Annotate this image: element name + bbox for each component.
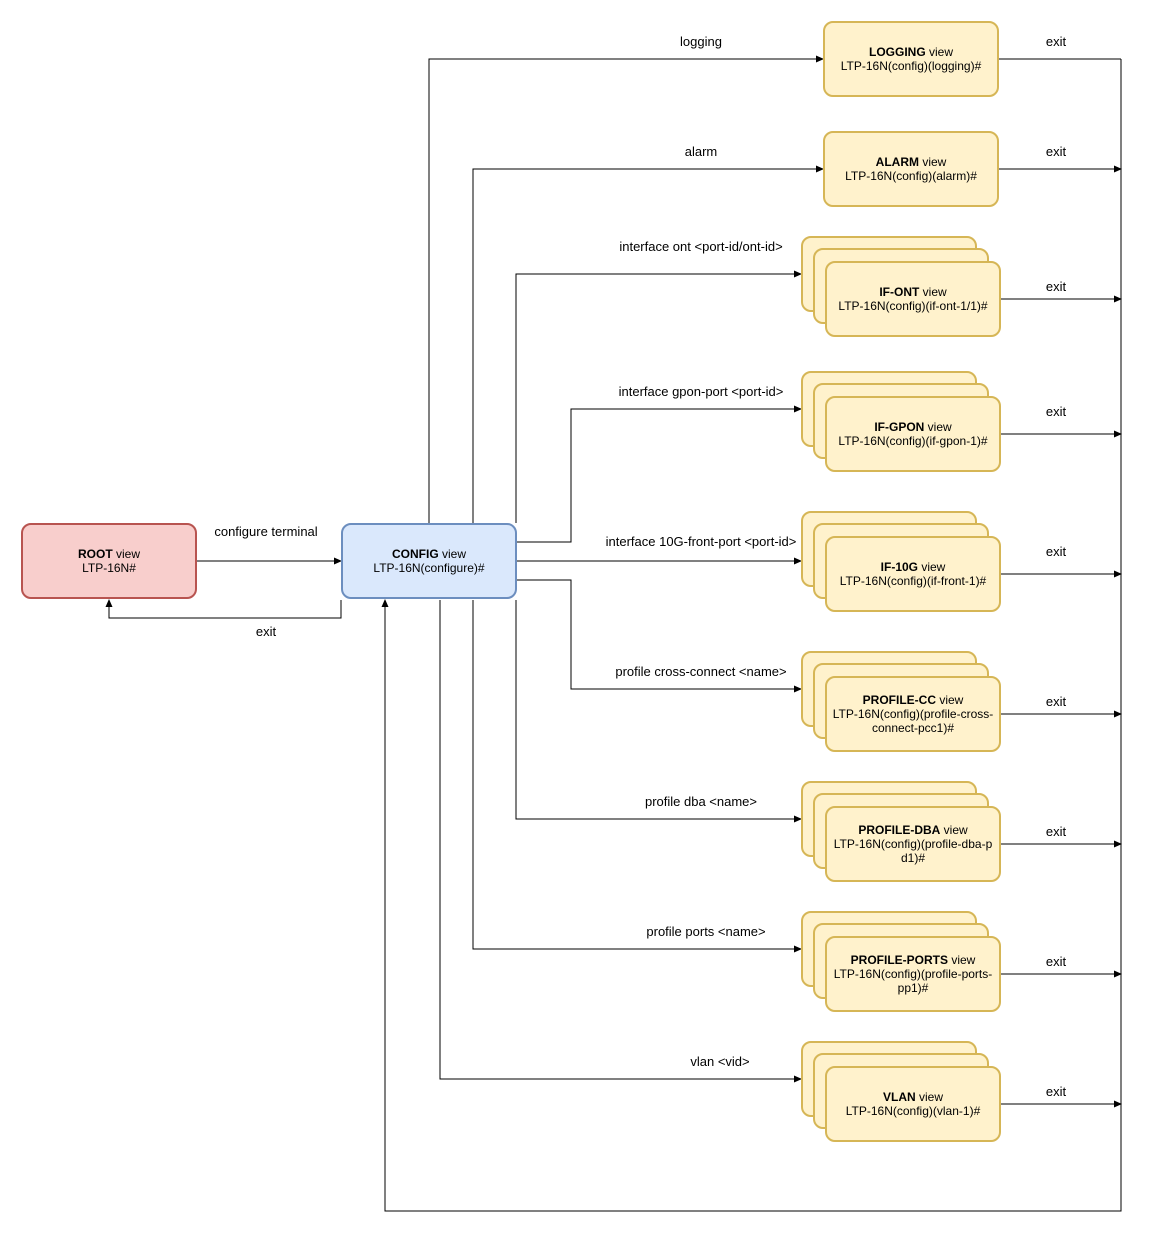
edge-profile-ports — [472, 600, 802, 953]
root-view-node[interactable]: ROOT view LTP-16N# — [21, 523, 197, 599]
exit-label-if-10g: exit — [1045, 544, 1067, 559]
logging-view-title: LOGGING — [868, 45, 926, 59]
exit-label-profile-dba: exit — [1045, 824, 1067, 839]
exit-label-logging: exit — [1045, 34, 1067, 49]
profile-cc-view-title: PROFILE-CC — [862, 693, 936, 707]
vlan-view-node[interactable]: VLAN view LTP-16N(config)(vlan-1)# — [825, 1066, 1001, 1142]
config-view-title: CONFIG — [391, 547, 439, 561]
profile-ports-view-suffix: view — [948, 953, 976, 967]
if-gpon-view-prompt: LTP-16N(config)(if-gpon-1)# — [838, 434, 988, 448]
edge-if-gpon — [517, 405, 802, 543]
profile-dba-view-node[interactable]: PROFILE-DBA view LTP-16N(config)(profile… — [825, 806, 1001, 882]
profile-cc-view-heading: PROFILE-CC view — [863, 693, 964, 707]
edge-label-profile-dba: profile dba <name> — [644, 794, 758, 809]
root-view-heading: ROOT view — [78, 547, 140, 561]
config-view-suffix: view — [438, 547, 466, 561]
exit-label-profile-ports: exit — [1045, 954, 1067, 969]
edge-profile-cc — [517, 579, 802, 693]
alarm-view-node[interactable]: ALARM view LTP-16N(config)(alarm)# — [823, 131, 999, 207]
if-10g-view-prompt: LTP-16N(config)(if-front-1)# — [839, 574, 987, 588]
alarm-view-prompt: LTP-16N(config)(alarm)# — [845, 169, 977, 183]
if-10g-view-suffix: view — [918, 560, 946, 574]
vlan-view-title: VLAN — [882, 1090, 916, 1104]
edge-label-if-ont: interface ont <port-id/ont-id> — [619, 239, 783, 254]
config-view-prompt: LTP-16N(configure)# — [373, 561, 485, 575]
vlan-view-suffix: view — [915, 1090, 943, 1104]
edge-label-if-gpon: interface gpon-port <port-id> — [618, 384, 784, 399]
alarm-view-heading: ALARM view — [876, 155, 947, 169]
edge-label-logging: logging — [680, 34, 722, 49]
exit-bus — [381, 59, 1122, 1212]
profile-cc-view-prompt: LTP-16N(config)(profile-cross-connect-pc… — [832, 707, 994, 735]
if-gpon-view-heading: IF-GPON view — [874, 420, 951, 434]
logging-view-heading: LOGGING view — [869, 45, 953, 59]
root-view-prompt: LTP-16N# — [82, 561, 136, 575]
profile-dba-view-suffix: view — [940, 823, 968, 837]
profile-dba-view-title: PROFILE-DBA — [858, 823, 941, 837]
logging-view-suffix: view — [925, 45, 953, 59]
edge-vlan — [439, 600, 802, 1083]
edge-label-configure-terminal: configure terminal — [214, 524, 318, 539]
exit-label-profile-cc: exit — [1045, 694, 1067, 709]
edge-label-if-10g: interface 10G-front-port <port-id> — [605, 534, 797, 549]
if-10g-view-node[interactable]: IF-10G view LTP-16N(config)(if-front-1)# — [825, 536, 1001, 612]
if-gpon-view-suffix: view — [924, 420, 952, 434]
edge-label-alarm: alarm — [684, 144, 718, 159]
profile-ports-view-title: PROFILE-PORTS — [850, 953, 948, 967]
profile-cc-view-suffix: view — [936, 693, 964, 707]
alarm-view-title: ALARM — [875, 155, 919, 169]
if-gpon-view-title: IF-GPON — [874, 420, 925, 434]
if-ont-view-title: IF-ONT — [879, 285, 920, 299]
alarm-view-suffix: view — [918, 155, 947, 169]
profile-cc-view-node[interactable]: PROFILE-CC view LTP-16N(config)(profile-… — [825, 676, 1001, 752]
exit-label-if-ont: exit — [1045, 279, 1067, 294]
edge-logging — [428, 55, 824, 523]
profile-dba-view-heading: PROFILE-DBA view — [858, 823, 967, 837]
exit-label-alarm: exit — [1045, 144, 1067, 159]
if-ont-view-node[interactable]: IF-ONT view LTP-16N(config)(if-ont-1/1)# — [825, 261, 1001, 337]
edge-label-exit-root: exit — [255, 624, 277, 639]
exit-label-if-gpon: exit — [1045, 404, 1067, 419]
profile-ports-view-prompt: LTP-16N(config)(profile-ports-pp1)# — [833, 967, 993, 995]
if-gpon-view-node[interactable]: IF-GPON view LTP-16N(config)(if-gpon-1)# — [825, 396, 1001, 472]
exit-label-vlan: exit — [1045, 1084, 1067, 1099]
edge-if-ont — [515, 270, 802, 523]
config-view-heading: CONFIG view — [392, 547, 466, 561]
if-10g-view-title: IF-10G — [880, 560, 918, 574]
config-view-node[interactable]: CONFIG view LTP-16N(configure)# — [341, 523, 517, 599]
edge-alarm — [472, 165, 824, 523]
profile-ports-view-heading: PROFILE-PORTS view — [851, 953, 976, 967]
if-ont-view-prompt: LTP-16N(config)(if-ont-1/1)# — [838, 299, 988, 313]
profile-ports-view-node[interactable]: PROFILE-PORTS view LTP-16N(config)(profi… — [825, 936, 1001, 1012]
edge-label-vlan: vlan <vid> — [690, 1054, 750, 1069]
logging-view-node[interactable]: LOGGING view LTP-16N(config)(logging)# — [823, 21, 999, 97]
vlan-view-prompt: LTP-16N(config)(vlan-1)# — [845, 1104, 981, 1118]
logging-view-prompt: LTP-16N(config)(logging)# — [840, 59, 982, 73]
edge-label-profile-cc: profile cross-connect <name> — [615, 664, 787, 679]
edge-profile-dba — [515, 600, 802, 823]
root-view-suffix: view — [112, 547, 140, 561]
root-view-title: ROOT — [77, 547, 113, 561]
edge-label-profile-ports: profile ports <name> — [646, 924, 766, 939]
if-ont-view-heading: IF-ONT view — [879, 285, 946, 299]
if-ont-view-suffix: view — [919, 285, 947, 299]
if-10g-view-heading: IF-10G view — [881, 560, 946, 574]
edge-exit-to-root — [105, 599, 342, 619]
vlan-view-heading: VLAN view — [883, 1090, 943, 1104]
profile-dba-view-prompt: LTP-16N(config)(profile-dba-pd1)# — [833, 837, 993, 865]
